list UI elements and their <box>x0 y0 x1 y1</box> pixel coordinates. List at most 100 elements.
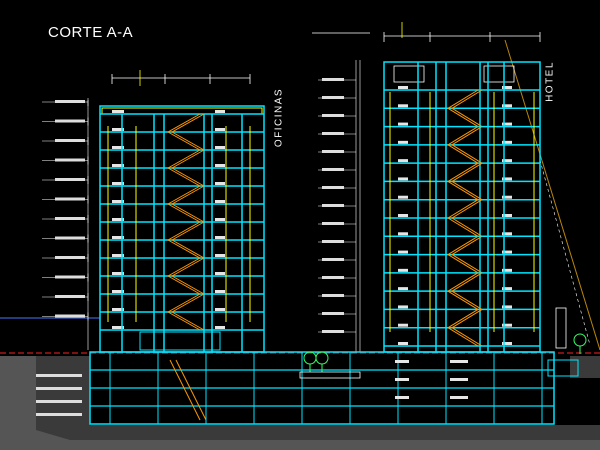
hotel-floor-tag <box>398 305 408 309</box>
office-roof <box>101 107 263 115</box>
office-stair-flight <box>167 149 201 169</box>
planter <box>299 371 361 379</box>
hotel-floor-tag <box>502 195 512 199</box>
office-floor-tag <box>112 200 124 203</box>
hotel-floor-tag <box>502 250 512 254</box>
basement-tag <box>395 378 409 381</box>
hotel-stair-flight <box>451 162 483 182</box>
hotel-floor-tag <box>502 342 512 345</box>
hotel-floor-tag <box>502 140 512 144</box>
level-tag <box>322 258 344 261</box>
hotel-tower-label: HOTEL <box>544 61 556 102</box>
tree-icon <box>315 351 329 372</box>
dimension-hotel <box>312 22 541 42</box>
office-floor-tag <box>112 146 124 149</box>
hotel-floor-tag <box>398 177 408 181</box>
level-tag <box>322 114 344 117</box>
office-floor-tag <box>215 200 225 203</box>
hotel-stair-flight <box>451 181 483 201</box>
office-floor-tag <box>112 290 124 293</box>
hotel-stair-flight <box>447 199 479 219</box>
office-floor-tag <box>112 326 124 329</box>
level-tag <box>322 330 344 333</box>
hotel-stair-flight <box>451 309 483 329</box>
office-floor-tag <box>112 272 124 275</box>
hotel-floor-tag <box>502 104 512 108</box>
level-tag <box>322 96 344 99</box>
basement-tag <box>450 396 468 399</box>
hotel-stair-flight <box>447 126 479 146</box>
office-stair-flight <box>171 149 205 169</box>
office-stair-flight <box>171 275 205 295</box>
tree-icon <box>303 351 317 372</box>
office-floor-tag <box>112 110 124 113</box>
office-floor-tag <box>215 128 225 131</box>
hotel-stair-flight <box>451 144 483 164</box>
entrance-canopy <box>547 359 579 377</box>
office-floor-tag <box>112 164 124 167</box>
hotel-floor-tag <box>398 323 408 327</box>
office-floor-tag <box>215 182 225 185</box>
level-tag <box>322 240 344 243</box>
hotel-floor-tag <box>502 305 512 309</box>
office-stair-flight <box>167 257 201 277</box>
level-markers-left <box>36 98 89 416</box>
basement-level-tag <box>36 413 82 416</box>
office-stair-flight <box>171 239 205 259</box>
hotel-stair-flight <box>451 199 483 219</box>
hotel-floor-tag <box>398 342 408 345</box>
level-tag <box>55 236 85 240</box>
hotel-stair-flight <box>451 89 483 109</box>
hotel-stair-flight <box>447 144 479 164</box>
level-tag <box>55 314 85 318</box>
hotel-stair-flight <box>451 235 483 255</box>
level-tag <box>55 100 85 103</box>
drawing-title: CORTE A-A <box>48 24 134 41</box>
hotel-stair-flight <box>451 290 483 310</box>
hotel-floor-tag <box>502 177 512 181</box>
level-tag <box>55 295 85 298</box>
level-tag <box>322 222 344 225</box>
office-floor-tag <box>112 182 124 185</box>
hotel-floor-tag <box>502 268 512 272</box>
level-tag <box>322 294 344 297</box>
hotel-floor-tag <box>398 140 408 144</box>
hotel-floor-tag <box>398 104 408 108</box>
office-outline <box>99 105 265 353</box>
level-tag <box>322 204 344 207</box>
basement-tag <box>395 360 409 363</box>
office-stair-flight <box>171 293 205 313</box>
basement-tag <box>450 378 468 381</box>
office-stair-flight <box>171 185 205 205</box>
dimension-office <box>111 70 251 86</box>
office-stair-flight <box>171 311 205 331</box>
office-stair-flight <box>171 257 205 277</box>
hotel-floor-tag <box>502 86 512 89</box>
hotel-floor-tag <box>398 86 408 89</box>
hotel-stair-flight <box>451 107 483 127</box>
hotel-stair-flight <box>447 217 479 237</box>
office-floor-tag <box>112 128 124 131</box>
level-tag <box>55 275 85 279</box>
hotel-floor-tag <box>502 287 512 291</box>
hotel-stair-flight <box>447 309 479 329</box>
hotel-floor-tag <box>502 232 512 236</box>
office-stair-flight <box>167 221 201 241</box>
office-floor-tag <box>215 308 225 311</box>
hotel-floor-tag <box>398 268 408 272</box>
guide-line-2 <box>539 159 591 346</box>
office-floor-tag <box>215 110 225 113</box>
guide-line <box>504 39 600 351</box>
level-tag <box>55 197 85 201</box>
hotel-stair-flight <box>447 254 479 274</box>
hotel-stair-flight <box>451 217 483 237</box>
office-stair-flight <box>167 185 201 205</box>
hotel-floor-tag <box>398 122 408 126</box>
level-tag <box>322 78 344 81</box>
office-floor-tag <box>215 164 225 167</box>
level-tag <box>322 276 344 279</box>
hotel-stair-flight <box>447 181 479 201</box>
level-tag <box>55 139 85 142</box>
hotel-stair-flight <box>451 126 483 146</box>
basement-ramp <box>169 359 201 421</box>
